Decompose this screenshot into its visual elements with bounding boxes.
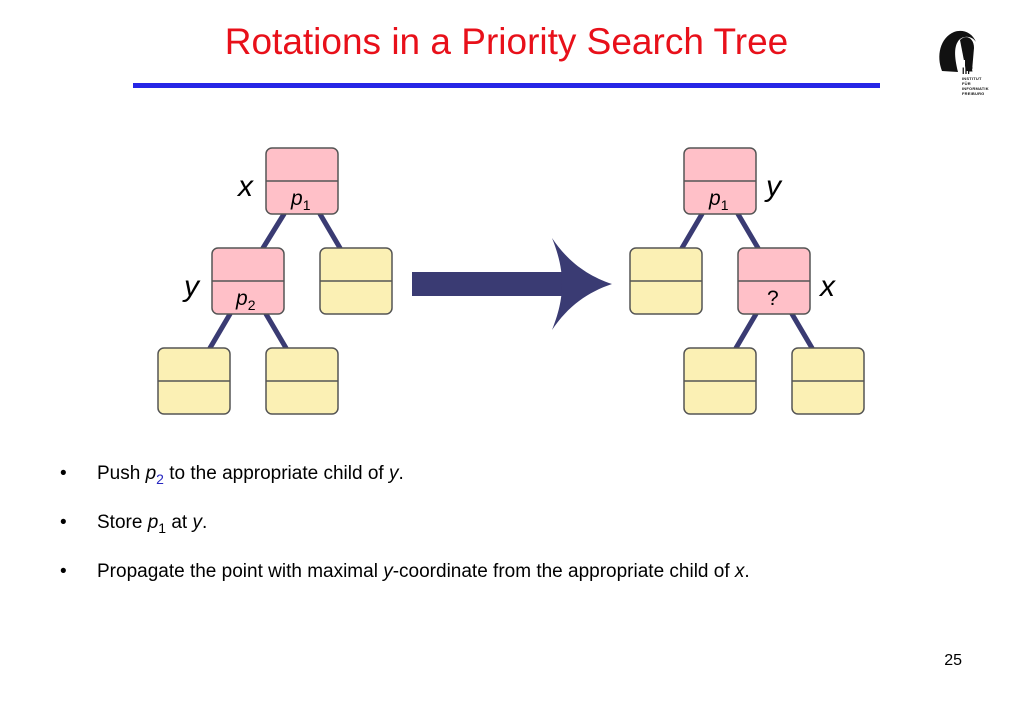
- bullet-dot: •: [60, 463, 67, 484]
- logo-caption: IIF INSTITUT FÜR INFORMATIK FREIBURG: [962, 66, 1002, 96]
- bullet-dot: •: [60, 512, 67, 533]
- left-tree-leaf-2: [265, 347, 339, 415]
- right-tree-leaf-1: [683, 347, 757, 415]
- right-child-point-label: ?: [767, 287, 779, 310]
- left-tree-root-node: [265, 147, 339, 215]
- bullet-list: • Push p2 to the appropriate child of y.…: [60, 460, 960, 607]
- right-root-point-sub: 1: [721, 197, 729, 213]
- right-tree-edges: [679, 211, 815, 351]
- bullet-item-3: • Propagate the point with maximal y-coo…: [60, 558, 960, 607]
- left-root-point-label: p1: [290, 187, 311, 213]
- left-child-point-sub: 2: [248, 297, 256, 313]
- right-tree-leaf-2: [791, 347, 865, 415]
- right-child-var-label: x: [818, 270, 836, 303]
- edge-root-to-left: [260, 211, 287, 251]
- left-root-point-sub: 1: [303, 197, 311, 213]
- edge-child-to-right: [263, 311, 289, 351]
- logo-subtext: INSTITUT FÜR INFORMATIK FREIBURG: [962, 76, 989, 96]
- right-root-point: p: [708, 187, 721, 210]
- edge-r-child-to-left: [733, 311, 759, 351]
- left-child-point: p: [235, 287, 248, 310]
- slide-title: Rotations in a Priority Search Tree: [224, 21, 789, 62]
- edge-r-root-to-left: [679, 211, 705, 251]
- institute-logo: [939, 30, 976, 72]
- bullet-item-2: • Store p1 at y.: [60, 509, 960, 558]
- left-child-point-label: p2: [235, 287, 256, 313]
- right-tree-child-node: [737, 247, 811, 315]
- left-root-point: p: [290, 187, 303, 210]
- edge-child-to-left: [207, 311, 233, 351]
- left-tree-right-leaf: [319, 247, 393, 315]
- left-root-var-label: x: [236, 170, 254, 203]
- left-tree-child-node: [211, 247, 285, 315]
- rotation-arrow: [412, 238, 612, 330]
- left-tree-edges: [207, 211, 343, 351]
- left-tree-leaf-1: [157, 347, 231, 415]
- bullet-item-1: • Push p2 to the appropriate child of y.: [60, 460, 960, 509]
- edge-root-to-right: [317, 211, 343, 251]
- title-underline: [133, 83, 880, 88]
- right-root-point-label: p1: [708, 187, 729, 213]
- right-tree-left-leaf: [629, 247, 703, 315]
- bullet-dot: •: [60, 561, 67, 582]
- right-root-var-label: y: [764, 170, 783, 203]
- edge-r-child-to-right: [789, 311, 815, 351]
- edge-r-root-to-right: [735, 211, 761, 251]
- page-number: 25: [944, 652, 962, 669]
- right-tree-root-node: [683, 147, 757, 215]
- left-child-var-label: y: [182, 270, 201, 303]
- logo-text: IIF: [962, 66, 974, 76]
